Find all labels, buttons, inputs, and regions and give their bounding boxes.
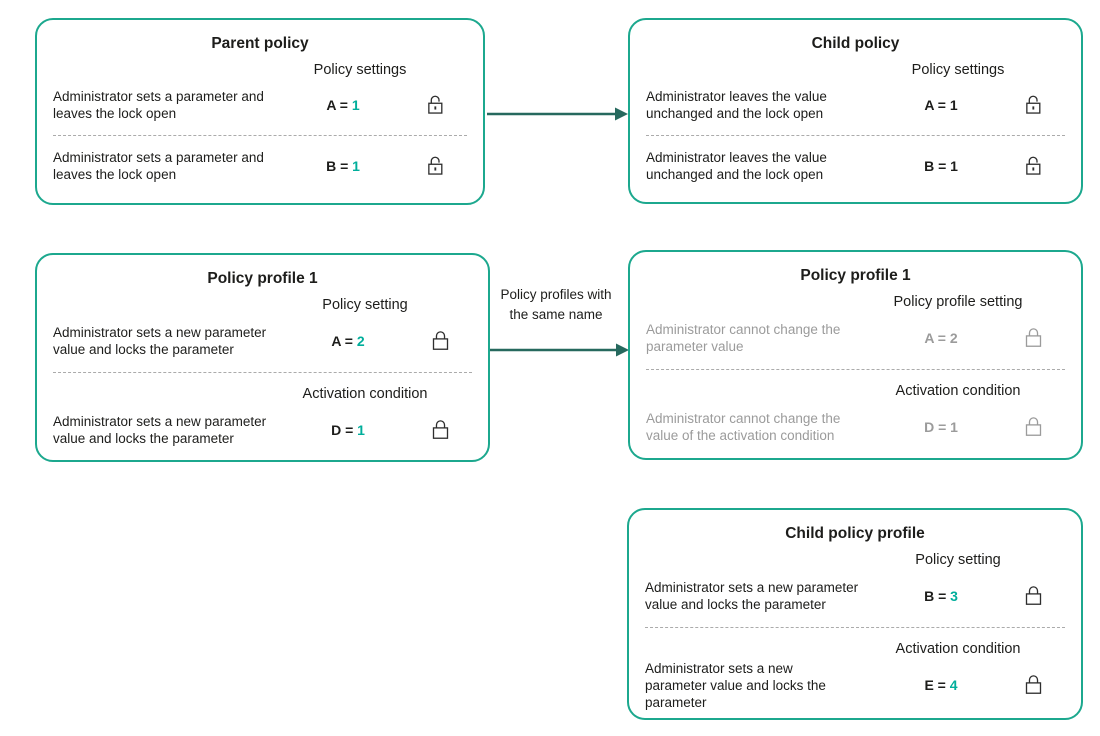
policy-profile-1-title: Policy profile 1 bbox=[207, 270, 318, 287]
row-divider bbox=[53, 135, 467, 136]
closed-lock-icon bbox=[408, 329, 472, 353]
open-lock-icon bbox=[403, 154, 467, 178]
activation-condition-header: Activation condition bbox=[895, 641, 1021, 657]
policy-settings-header: Policy settings bbox=[313, 62, 407, 78]
parameter-value: D = 1 bbox=[924, 419, 958, 435]
row-description: Administrator leaves the value unchanged… bbox=[646, 150, 827, 182]
child-policy-row-b: Administrator leaves the value unchanged… bbox=[646, 141, 1065, 191]
child-policy-profile-title: Child policy profile bbox=[785, 525, 925, 542]
parameter-value: B = 3 bbox=[924, 588, 958, 604]
row-description: Administrator sets a parameter and leave… bbox=[53, 89, 264, 121]
arrow-label: Policy profiles with the same name bbox=[500, 287, 612, 322]
row-description: Administrator cannot change the paramete… bbox=[646, 322, 841, 354]
row-description: Administrator leaves the value unchanged… bbox=[646, 89, 827, 121]
row-divider bbox=[53, 372, 472, 373]
row-description: Administrator sets a parameter and leave… bbox=[53, 150, 264, 182]
row-description: Administrator sets a new parameter value… bbox=[53, 325, 267, 357]
activation-condition-header: Activation condition bbox=[302, 386, 428, 402]
child-policy-row-a: Administrator leaves the value unchanged… bbox=[646, 80, 1065, 130]
parameter-value: A = 1 bbox=[924, 97, 958, 113]
policy-setting-header: Policy setting bbox=[322, 297, 408, 313]
closed-lock-icon bbox=[1001, 584, 1065, 608]
parameter-value: B = 1 bbox=[326, 158, 360, 174]
parent-policy-box: Parent policy Policy settings Administra… bbox=[35, 18, 485, 205]
policy-profile-1-title: Policy profile 1 bbox=[800, 267, 911, 284]
row-divider bbox=[646, 369, 1065, 370]
child-profile-row-e: Administrator sets a new parameter value… bbox=[645, 659, 1065, 711]
profile-inheritance-arrow bbox=[490, 343, 629, 357]
policy-settings-header: Policy settings bbox=[911, 62, 1005, 78]
closed-lock-icon bbox=[1001, 326, 1065, 350]
row-description: Administrator cannot change the value of… bbox=[646, 411, 841, 443]
row-divider bbox=[645, 627, 1065, 628]
parent-policy-title: Parent policy bbox=[211, 35, 309, 52]
closed-lock-icon bbox=[1001, 415, 1065, 439]
policy-profile-1-box: Policy profile 1 Policy setting Administ… bbox=[35, 253, 490, 462]
parameter-value: A = 1 bbox=[326, 97, 360, 113]
open-lock-icon bbox=[1001, 154, 1065, 178]
profile-row-d: Administrator sets a new parameter value… bbox=[53, 404, 472, 456]
policy-profile-1-inherited-box: Policy profile 1 Policy profile setting … bbox=[628, 250, 1083, 460]
parameter-value: A = 2 bbox=[924, 330, 958, 346]
child-policy-title: Child policy bbox=[811, 35, 900, 52]
row-divider bbox=[646, 135, 1065, 136]
open-lock-icon bbox=[1001, 93, 1065, 117]
inherited-row-d: Administrator cannot change the value of… bbox=[646, 401, 1065, 453]
row-description: Administrator sets a new parameter value… bbox=[645, 660, 826, 710]
row-description: Administrator sets a new parameter value… bbox=[645, 580, 859, 612]
closed-lock-icon bbox=[1001, 673, 1065, 697]
child-policy-box: Child policy Policy settings Administrat… bbox=[628, 18, 1083, 204]
inherited-row-a: Administrator cannot change the paramete… bbox=[646, 312, 1065, 364]
closed-lock-icon bbox=[408, 418, 472, 442]
policy-profile-setting-header: Policy profile setting bbox=[893, 294, 1023, 310]
profile-row-a: Administrator sets a new parameter value… bbox=[53, 315, 472, 367]
parent-policy-row-b: Administrator sets a parameter and leave… bbox=[53, 141, 467, 191]
policy-setting-header: Policy setting bbox=[915, 552, 1001, 568]
parent-policy-row-a: Administrator sets a parameter and leave… bbox=[53, 80, 467, 130]
parameter-value: A = 2 bbox=[331, 333, 365, 349]
row-description: Administrator sets a new parameter value… bbox=[53, 414, 267, 446]
open-lock-icon bbox=[403, 93, 467, 117]
child-profile-row-b: Administrator sets a new parameter value… bbox=[645, 570, 1065, 622]
activation-condition-header: Activation condition bbox=[895, 383, 1021, 399]
parameter-value: E = 4 bbox=[924, 677, 958, 693]
policy-inheritance-arrow bbox=[487, 107, 628, 121]
parameter-value: B = 1 bbox=[924, 158, 958, 174]
child-policy-profile-box: Child policy profile Policy setting Admi… bbox=[627, 508, 1083, 720]
parameter-value: D = 1 bbox=[331, 422, 365, 438]
